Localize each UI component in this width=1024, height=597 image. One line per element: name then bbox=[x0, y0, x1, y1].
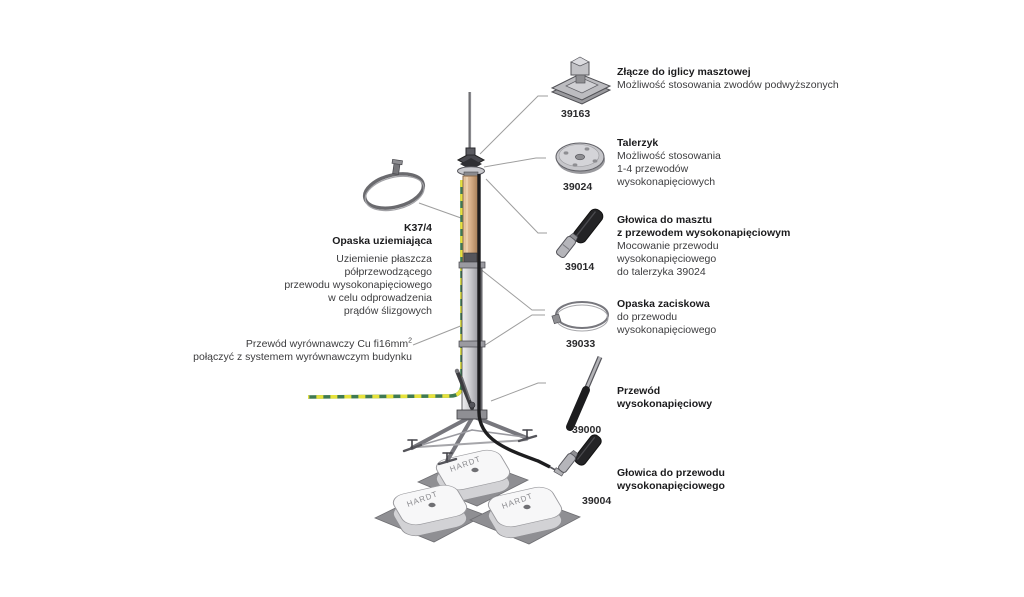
mast-base-hub bbox=[456, 409, 488, 420]
earth-band-label: K37/4 Opaska uziemiająca Uziemienie płas… bbox=[232, 222, 432, 318]
part-thumb-mast-head bbox=[555, 208, 604, 259]
part-thumb-cable-head bbox=[558, 434, 602, 473]
part-number: 39004 bbox=[582, 495, 612, 507]
part-title: Opaska zaciskowa bbox=[617, 298, 710, 310]
tripod-base bbox=[402, 414, 538, 466]
leader-lines bbox=[412, 95, 548, 402]
leader-clamp-lower bbox=[478, 314, 545, 350]
part-number: 39033 bbox=[566, 338, 596, 350]
base-lever bbox=[454, 368, 476, 410]
earth-band-drawing bbox=[362, 159, 426, 212]
part-title: Głowica do masztu bbox=[617, 214, 713, 226]
mast bbox=[454, 92, 488, 420]
hv-cable bbox=[477, 174, 565, 477]
part-desc: Możliwość stosowania bbox=[617, 150, 721, 162]
earth-band-desc-line: Uziemienie płaszcza bbox=[336, 253, 432, 265]
part-title: wysokonapięciowy bbox=[617, 398, 713, 410]
part-desc: do talerzyka 39024 bbox=[617, 266, 706, 278]
part-thumb-plate bbox=[555, 142, 605, 174]
part-title: z przewodem wysokonapięciowym bbox=[617, 227, 791, 239]
part-desc: Możliwość stosowania zwodów podwyższonyc… bbox=[617, 79, 839, 91]
leader-hv-cable bbox=[490, 382, 546, 402]
earth-band-desc-line: półprzewodzącego bbox=[344, 266, 432, 278]
ballast-block: HARDT bbox=[374, 484, 486, 543]
part-title: Głowica do przewodu bbox=[617, 467, 725, 479]
part-entry-mast-head: Głowica do masztu z przewodem wysokonapi… bbox=[617, 214, 790, 279]
part-desc: 1-4 przewodów bbox=[617, 163, 689, 175]
mast-clamp-collar-lower bbox=[458, 340, 486, 348]
leader-mast-head bbox=[485, 178, 547, 234]
bonding-line1: Przewód wyrównawczy Cu fi16mm bbox=[245, 338, 409, 350]
part-desc: Mocowanie przewodu bbox=[617, 240, 719, 252]
leader-plate bbox=[483, 157, 546, 168]
earth-band-desc-line: w celu odprowadzenia bbox=[328, 292, 432, 304]
part-number: 39024 bbox=[563, 181, 593, 193]
ballast-block: HARDT bbox=[469, 486, 581, 545]
part-entry-hv-cable: Przewód wysokonapięciowy bbox=[617, 385, 712, 411]
part-title: Przewód bbox=[617, 385, 661, 397]
part-thumb-hv-cable bbox=[566, 356, 603, 431]
band-screw bbox=[391, 159, 403, 175]
earth-band-desc-line: przewodu wysokonapięciowego bbox=[284, 279, 432, 291]
part-title: Złącze do iglicy masztowej bbox=[617, 66, 751, 78]
earth-band-code: K37/4 bbox=[403, 222, 432, 234]
part-title: Talerzyk bbox=[617, 137, 659, 149]
part-entry-cable-head: Głowica do przewodu wysokonapięciowego bbox=[617, 467, 725, 493]
ballast-blocks: HARDT HARDT HARDT bbox=[374, 449, 581, 545]
leader-bonding-conductor bbox=[412, 322, 469, 346]
part-number: 39163 bbox=[561, 108, 591, 120]
part-title: wysokonapięciowego bbox=[617, 480, 725, 492]
leader-clamp-upper bbox=[478, 267, 545, 311]
mast-clamp-collar-upper bbox=[458, 261, 486, 269]
bonding-superscript: 2 bbox=[408, 337, 412, 345]
part-thumb-spike-connector bbox=[550, 56, 612, 105]
part-desc: wysokonapięciowego bbox=[617, 253, 717, 265]
part-desc: wysokonapięciowego bbox=[617, 324, 717, 336]
part-entry-spike-connector: Złącze do iglicy masztowej Możliwość sto… bbox=[617, 66, 839, 92]
part-thumb-clamp-band bbox=[551, 301, 609, 332]
leader-earth-band bbox=[418, 202, 462, 219]
part-number: 39014 bbox=[565, 261, 595, 273]
leader-spike-connector bbox=[479, 95, 548, 155]
part-number: 39000 bbox=[572, 424, 602, 436]
part-desc: do przewodu bbox=[617, 311, 678, 323]
part-entry-plate: Talerzyk Możliwość stosowania 1-4 przewo… bbox=[617, 137, 721, 189]
bonding-conductor-label: Przewód wyrównawczy Cu fi16mm2 połączyć … bbox=[192, 338, 412, 364]
earth-band-title: Opaska uziemiająca bbox=[332, 235, 432, 247]
part-entry-clamp-band: Opaska zaciskowa do przewodu wysokonapię… bbox=[617, 298, 716, 337]
bonding-line2: połączyć z systemem wyrównawczym budynku bbox=[193, 351, 412, 363]
part-desc: wysokonapięciowych bbox=[617, 176, 716, 188]
hv-tube-section bbox=[462, 175, 479, 266]
earth-band-desc-line: prądów ślizgowych bbox=[343, 305, 432, 317]
